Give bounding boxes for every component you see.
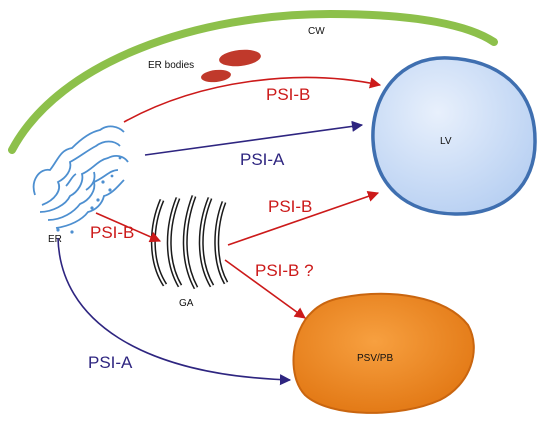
psi-b-question-label: PSI-B ?: [255, 261, 314, 280]
psi-b-label-upper: PSI-B: [266, 85, 310, 104]
arrow-psi-b-ga-to-lv: [227, 191, 380, 246]
psi-a-label-lower: PSI-A: [88, 353, 133, 372]
arrow-psi-a-er-to-psv: [57, 237, 292, 386]
lytic-vacuole: [371, 56, 537, 216]
arrow-psi-b-to-lv-upper: [123, 76, 382, 123]
arrow-psi-b-er-to-ga: [95, 212, 162, 243]
endoplasmic-reticulum: [32, 125, 129, 229]
cell-wall: [8, 9, 498, 154]
psi-b-label-ga-lv: PSI-B: [268, 197, 312, 216]
lv-label: LV: [440, 136, 452, 147]
protein-storage-vacuole: [292, 292, 475, 414]
golgi-apparatus: [150, 195, 229, 290]
er-bodies: [201, 49, 261, 83]
psi-a-label-upper: PSI-A: [240, 150, 285, 169]
er-bodies-label: ER bodies: [148, 60, 194, 71]
arrow-psi-b-ga-to-psv: [224, 259, 306, 319]
er-vesicles: [56, 156, 122, 234]
psv-pb-label: PSV/PB: [357, 353, 393, 364]
arrow-psi-a-er-to-lv: [144, 120, 364, 156]
er-label: ER: [48, 234, 62, 245]
psi-b-label-er-ga: PSI-B: [90, 223, 134, 242]
cell-wall-label: CW: [308, 26, 325, 37]
ga-label: GA: [179, 298, 194, 309]
